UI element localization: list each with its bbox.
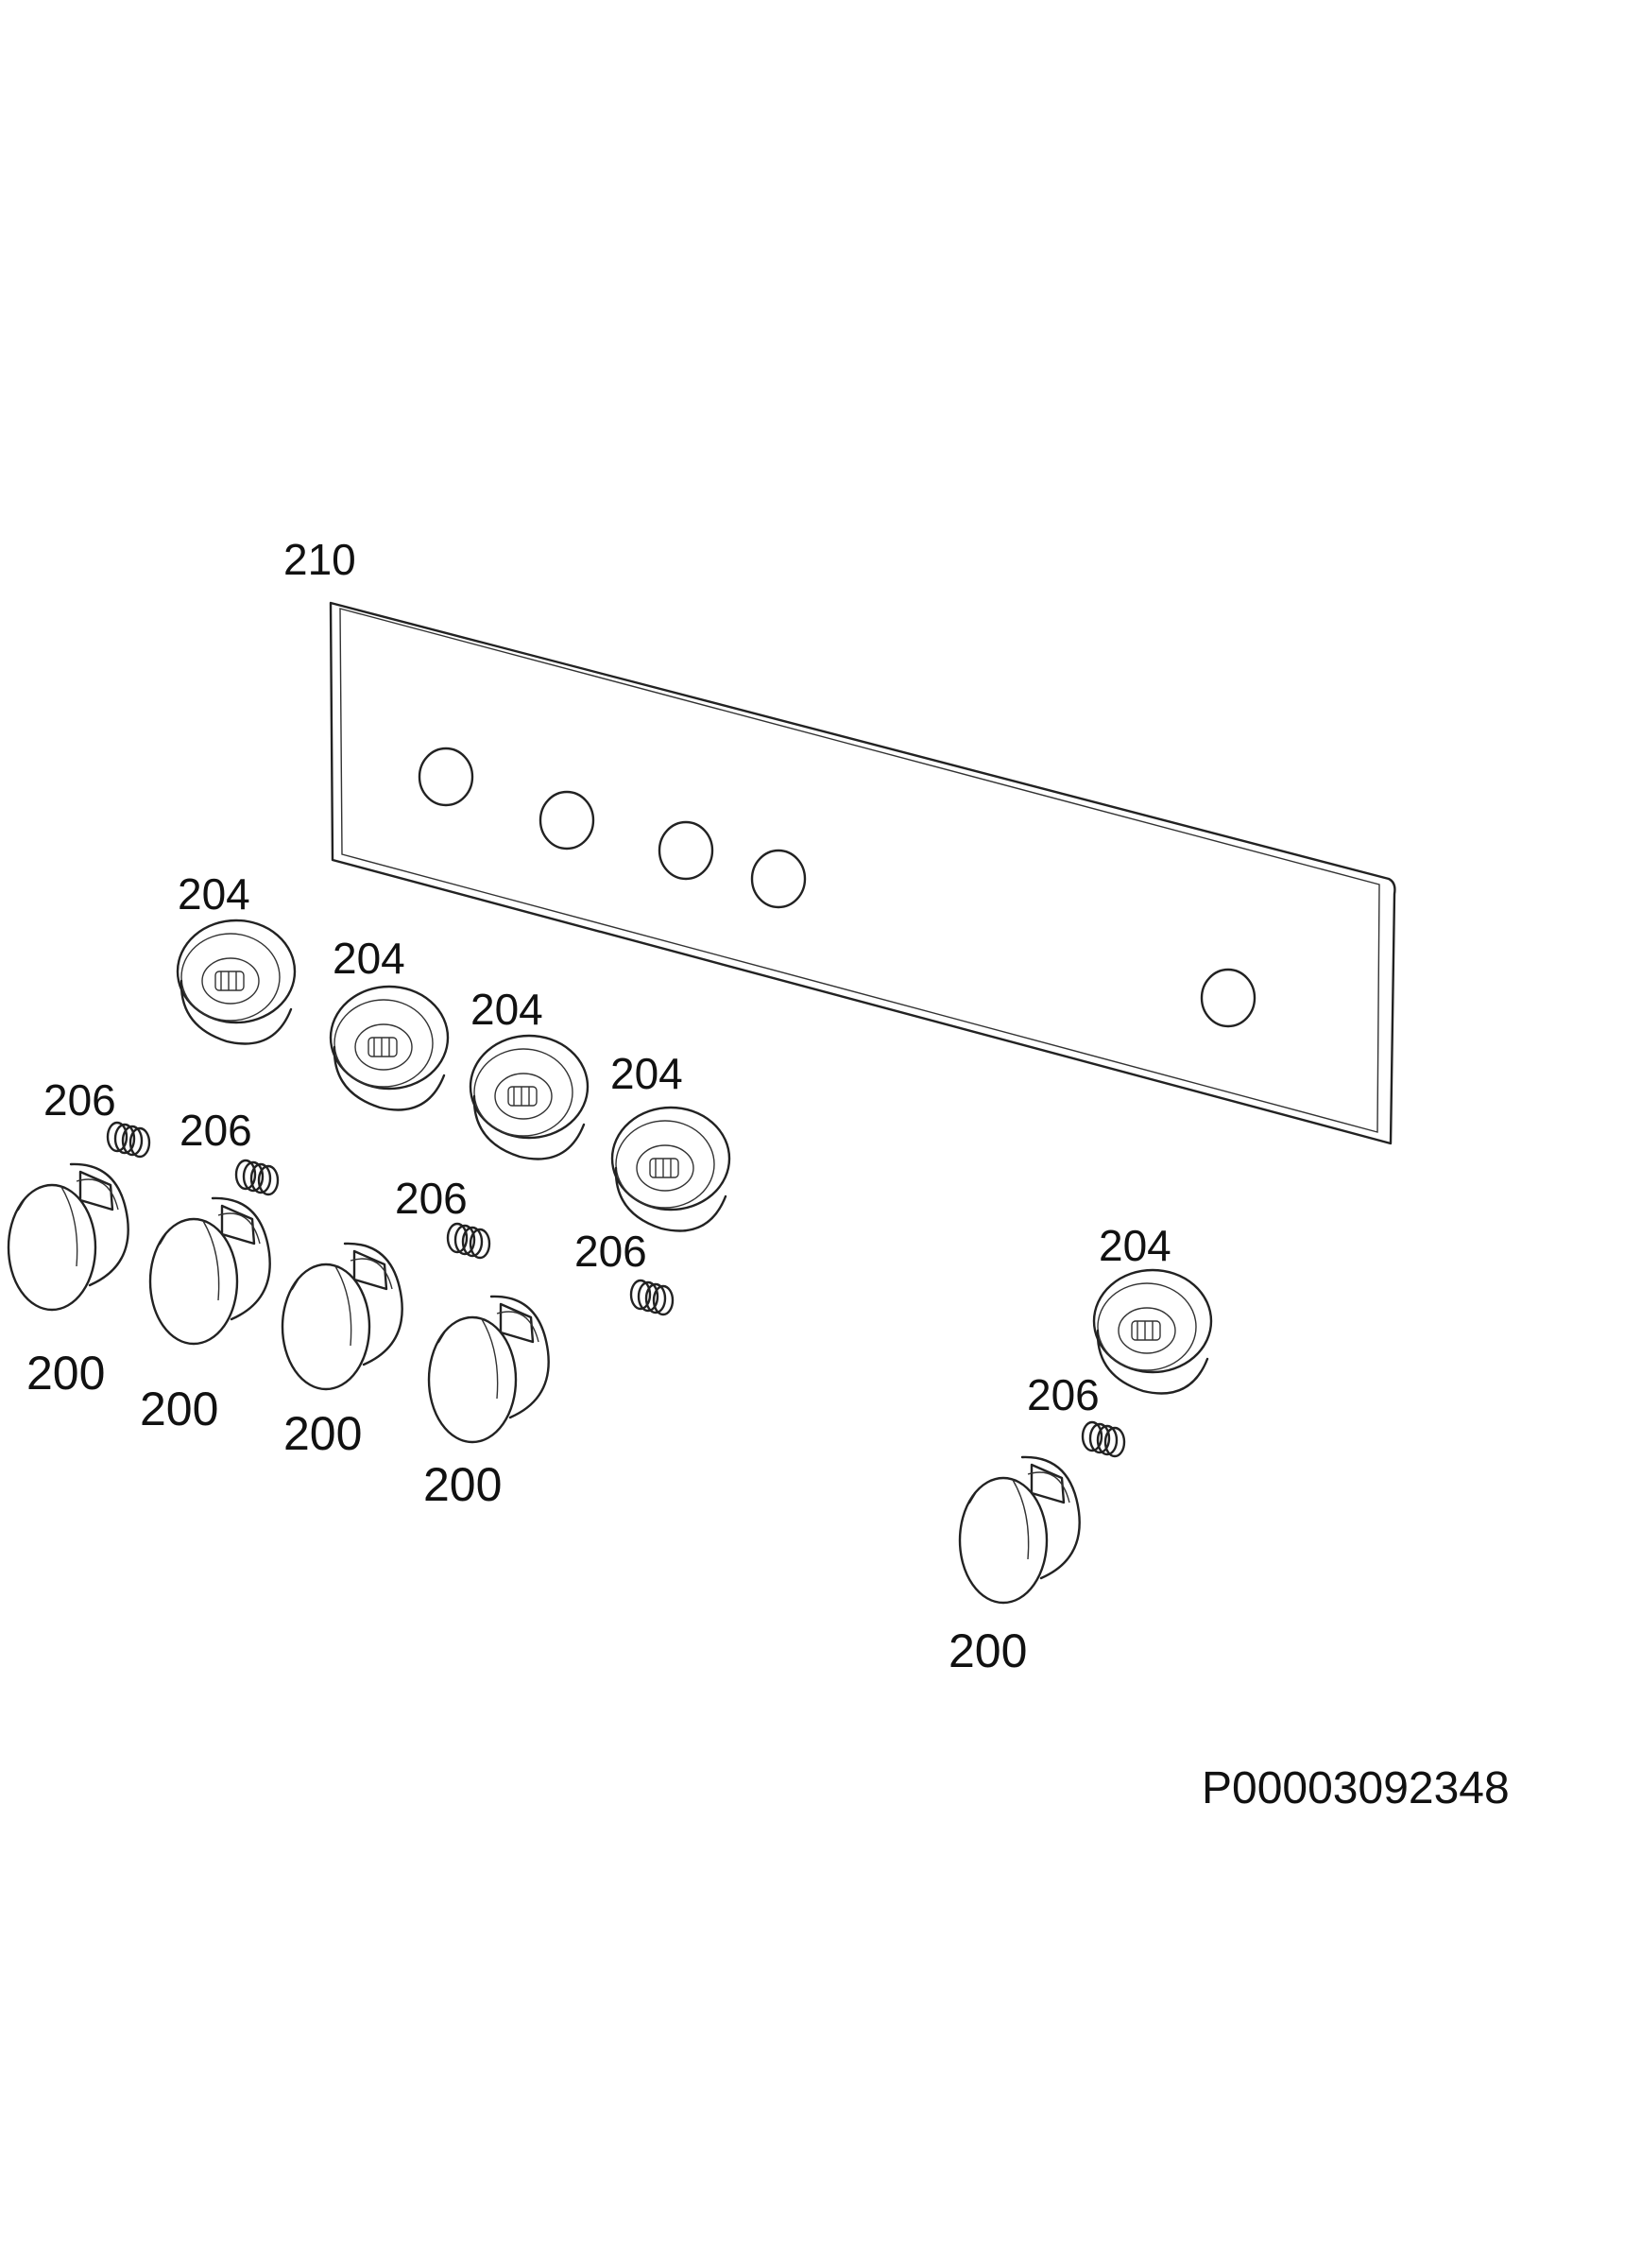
label-200-3: 200 (283, 1407, 362, 1460)
label-204-4: 204 (610, 1049, 683, 1098)
label-210: 210 (283, 535, 356, 584)
label-206-3: 206 (395, 1174, 468, 1223)
spring-206-5 (1081, 1420, 1126, 1458)
control-panel-210 (329, 601, 1396, 1145)
label-206-4: 206 (574, 1227, 647, 1276)
seal-204-3 (469, 1034, 590, 1160)
knob-hole-2 (538, 790, 595, 850)
spring-206-1 (106, 1121, 151, 1159)
knob-200-3 (281, 1242, 403, 1391)
label-206-2: 206 (179, 1106, 252, 1155)
label-204-5: 204 (1099, 1221, 1171, 1270)
seal-204-5 (1092, 1268, 1213, 1395)
label-204-1: 204 (178, 869, 250, 919)
knob-hole-3 (658, 820, 714, 881)
knob-200-5 (958, 1455, 1081, 1605)
label-200-2: 200 (140, 1383, 218, 1435)
spring-206-3 (446, 1222, 491, 1260)
label-204-2: 204 (333, 934, 405, 983)
label-204-3: 204 (470, 985, 543, 1034)
label-206-5: 206 (1027, 1370, 1100, 1419)
label-200-1: 200 (26, 1347, 105, 1400)
knob-200-4 (427, 1295, 550, 1444)
spring-206-4 (629, 1279, 675, 1316)
seal-204-2 (329, 985, 450, 1111)
label-206-1: 206 (43, 1075, 116, 1125)
seal-204-4 (610, 1106, 731, 1232)
spring-206-2 (234, 1159, 280, 1196)
knob-200-1 (7, 1162, 129, 1312)
label-200-5: 200 (949, 1624, 1027, 1677)
seal-204-1 (176, 919, 297, 1045)
document-reference: P00003092348 (1202, 1763, 1510, 1813)
knob-hole-5 (1200, 968, 1256, 1028)
knob-200-2 (148, 1196, 271, 1346)
knob-hole-4 (750, 849, 807, 909)
knob-hole-1 (418, 747, 474, 807)
label-200-4: 200 (423, 1458, 502, 1511)
